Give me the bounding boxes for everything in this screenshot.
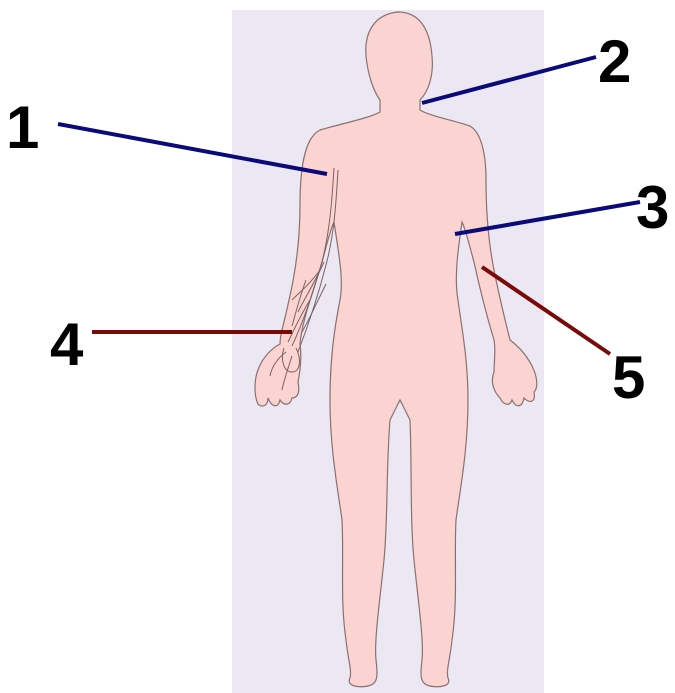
label-3: 3 [636,174,669,241]
label-5: 5 [612,344,645,411]
label-1: 1 [6,94,39,161]
label-2: 2 [598,28,631,95]
label-4: 4 [50,311,84,378]
